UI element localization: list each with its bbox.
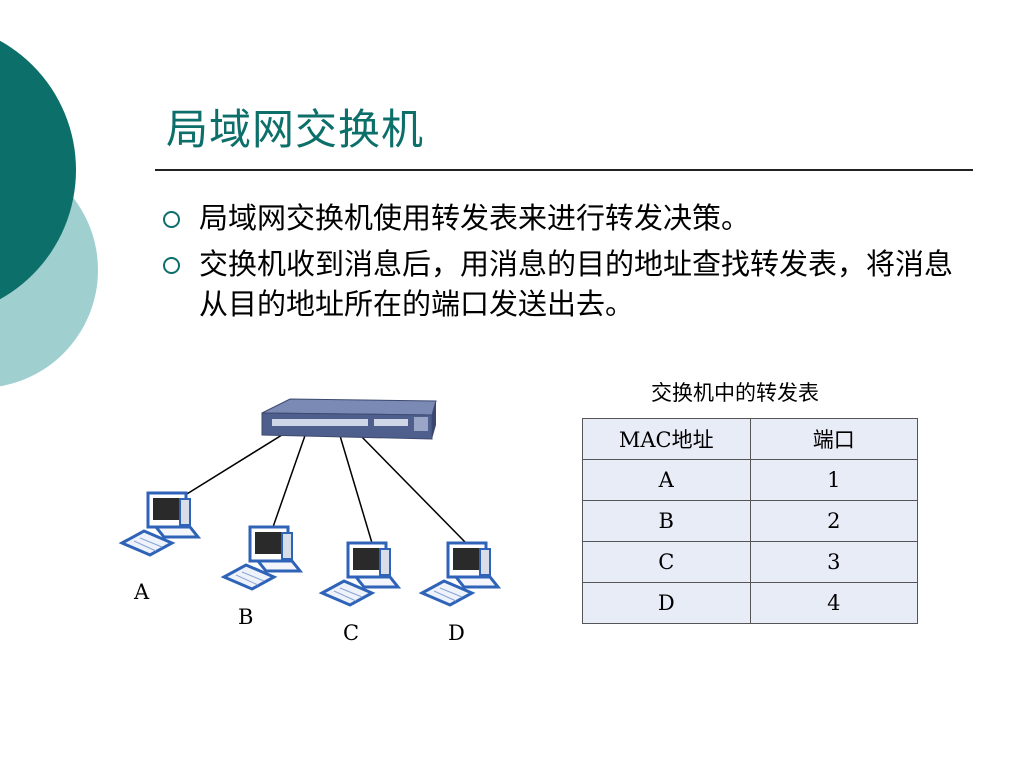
mac-cell: D: [582, 582, 751, 624]
header-mac-address: MAC地址: [582, 418, 751, 460]
bullet-text: 局域网交换机使用转发表来进行转发决策。: [199, 201, 751, 235]
switch-icon: [261, 398, 437, 440]
port-cell: 1: [749, 459, 918, 501]
cable-a: [181, 424, 299, 498]
port-cell: 2: [749, 500, 918, 542]
network-diagram: A B C D: [110, 355, 520, 659]
forwarding-table: MAC地址 端口 A 1 B 2 C 3 D 4: [582, 418, 918, 624]
header-port: 端口: [749, 418, 918, 460]
circle-bullet-icon: [163, 211, 180, 228]
computer-label-c: C: [343, 621, 360, 645]
computer-d-icon: [420, 541, 500, 607]
port-cell: 4: [749, 582, 918, 624]
dark-teal-circle: [0, 40, 76, 300]
mac-cell: A: [582, 459, 751, 501]
title-divider: [155, 169, 973, 171]
bullet-item: 交换机收到消息后，用消息的目的地址查找转发表，将消息从目的地址所在的端口发送出去…: [163, 244, 953, 324]
mac-cell: C: [582, 541, 751, 583]
bullet-item: 局域网交换机使用转发表来进行转发决策。: [163, 198, 953, 238]
slide-title: 局域网交换机: [166, 105, 425, 154]
cable-b: [272, 426, 309, 528]
table-row: B 2: [582, 500, 918, 542]
computer-a-icon: [120, 491, 200, 557]
table-caption: 交换机中的转发表: [651, 381, 819, 405]
circle-bullet-icon: [163, 257, 180, 274]
computer-c-icon: [320, 541, 400, 607]
decorative-circles: [0, 40, 98, 387]
network-drawing: [120, 398, 500, 607]
table-row: A 1: [582, 459, 918, 501]
cable-c: [337, 428, 373, 544]
computer-b-icon: [222, 525, 302, 591]
table-header-row: MAC地址 端口: [582, 418, 918, 460]
computer-label-b: B: [238, 605, 254, 629]
cable-d: [357, 432, 467, 544]
bullet-text: 交换机收到消息后，用消息的目的地址查找转发表，将消息从目的地址所在的端口发送出去…: [199, 247, 954, 321]
computer-label-a: A: [134, 580, 150, 604]
bullet-list: 局域网交换机使用转发表来进行转发决策。 交换机收到消息后，用消息的目的地址查找转…: [163, 198, 953, 330]
mac-cell: B: [582, 500, 751, 542]
port-cell: 3: [749, 541, 918, 583]
table-row: C 3: [582, 541, 918, 583]
table-row: D 4: [582, 582, 918, 624]
computer-label-d: D: [448, 621, 465, 645]
